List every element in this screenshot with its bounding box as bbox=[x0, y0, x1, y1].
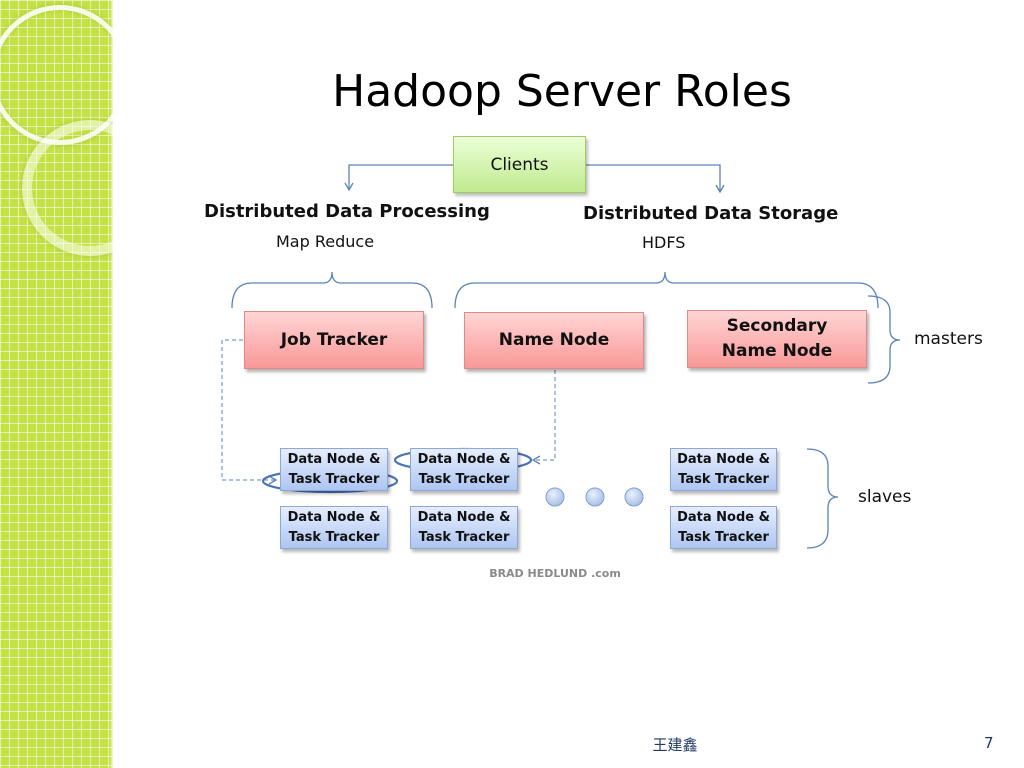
job-tracker-box: Job Tracker bbox=[244, 311, 424, 369]
masters-label: masters bbox=[914, 329, 983, 349]
name-node-label: Name Node bbox=[498, 330, 610, 350]
secondary-name-node-box: Secondary Name Node bbox=[687, 310, 867, 368]
slave-node-label: Data Node & Task Tracker bbox=[677, 451, 770, 487]
slaves-brace bbox=[806, 448, 839, 549]
slave-node-label: Data Node & Task Tracker bbox=[677, 509, 770, 545]
job-tracker-to-task-tracker-link bbox=[221, 339, 278, 485]
ellipsis-dot bbox=[585, 487, 605, 507]
job-tracker-label: Job Tracker bbox=[280, 329, 388, 350]
slave-node-label: Data Node & Task Tracker bbox=[287, 451, 381, 487]
storage-brace bbox=[454, 271, 879, 309]
slave-node-label: Data Node & Task Tracker bbox=[417, 509, 511, 545]
masters-brace bbox=[867, 295, 901, 384]
storage-heading: Distributed Data Storage bbox=[583, 203, 839, 224]
clients-to-processing-arrow bbox=[344, 164, 453, 192]
clients-label: Clients bbox=[490, 154, 549, 175]
footer-author: 王建鑫 bbox=[652, 736, 698, 754]
processing-subheading: Map Reduce bbox=[276, 232, 375, 251]
slave-node-box: Data Node & Task Tracker bbox=[670, 448, 777, 491]
storage-subheading: HDFS bbox=[642, 233, 686, 252]
slide-title: Hadoop Server Roles bbox=[332, 66, 792, 117]
slave-node-label: Data Node & Task Tracker bbox=[287, 509, 381, 545]
ellipsis-dot bbox=[545, 487, 565, 507]
decorative-sidebar bbox=[0, 0, 113, 768]
ellipsis-dot bbox=[624, 487, 644, 507]
name-node-to-data-node-link bbox=[531, 370, 556, 465]
name-node-box: Name Node bbox=[464, 312, 644, 369]
processing-brace bbox=[231, 271, 433, 309]
clients-to-storage-arrow bbox=[586, 164, 725, 194]
secondary-name-node-label: Secondary Name Node bbox=[721, 316, 833, 361]
slave-node-box: Data Node & Task Tracker bbox=[410, 506, 518, 549]
clients-box: Clients bbox=[453, 136, 586, 193]
watermark: BRAD HEDLUND .com bbox=[489, 567, 621, 580]
slave-node-label: Data Node & Task Tracker bbox=[417, 451, 511, 487]
decorative-circle-small bbox=[22, 120, 113, 256]
page-number: 7 bbox=[984, 734, 994, 752]
slave-node-box: Data Node & Task Tracker bbox=[410, 448, 518, 491]
slave-node-box: Data Node & Task Tracker bbox=[670, 506, 777, 549]
slaves-label: slaves bbox=[858, 487, 912, 507]
slave-node-box: Data Node & Task Tracker bbox=[280, 448, 388, 491]
slave-node-box: Data Node & Task Tracker bbox=[280, 506, 388, 549]
processing-heading: Distributed Data Processing bbox=[204, 201, 490, 222]
